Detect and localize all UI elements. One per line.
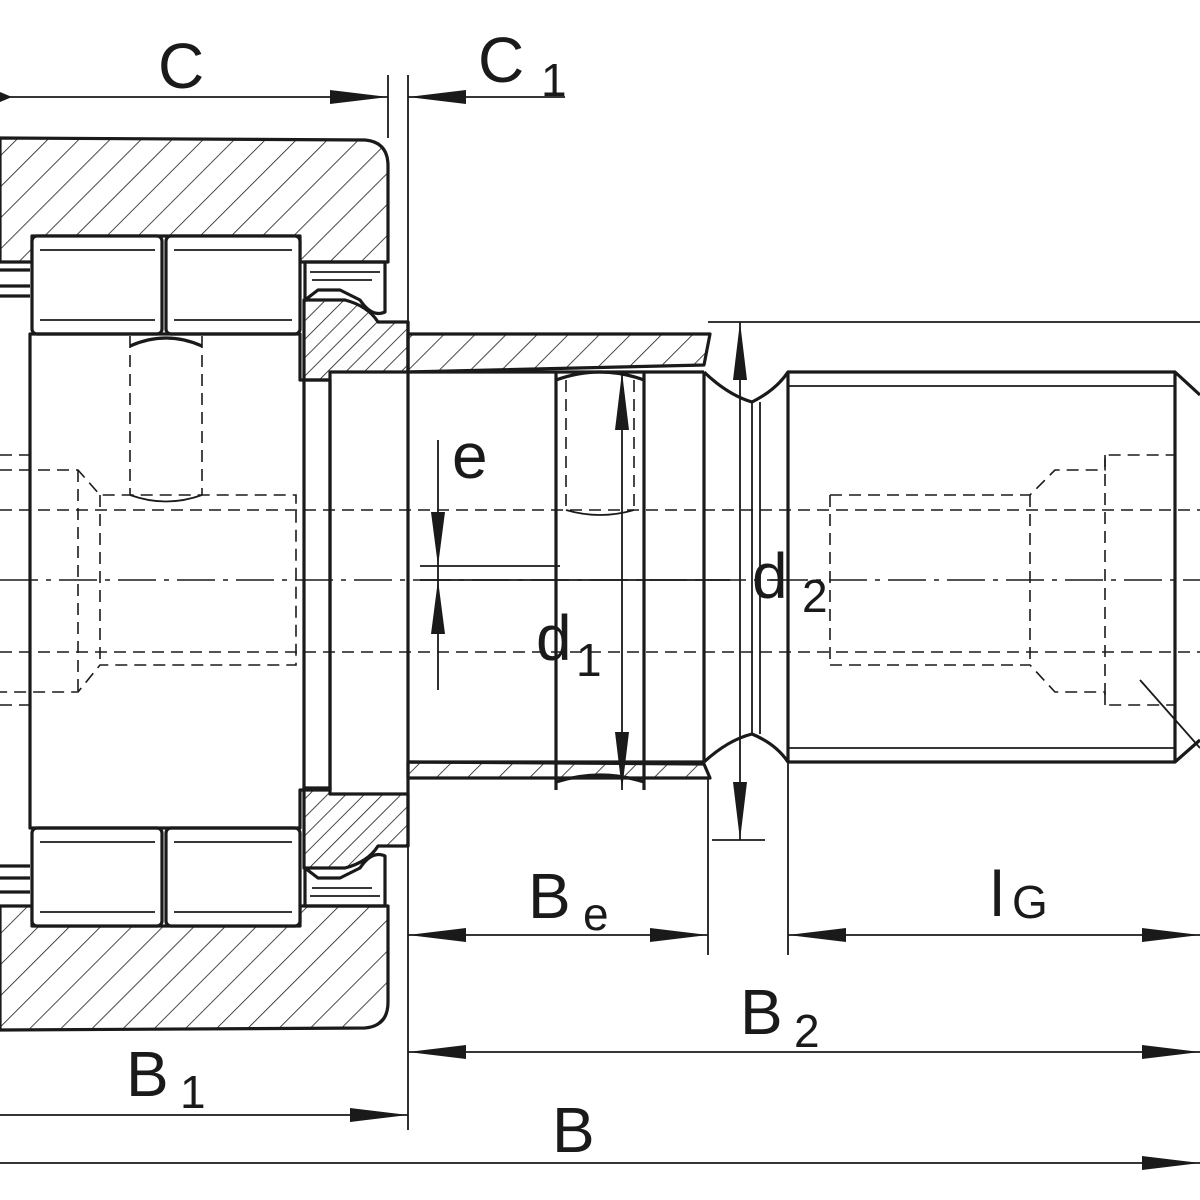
left-seal-bottom: [0, 864, 30, 894]
lube-hole: [554, 370, 646, 790]
outer-ring-top: [0, 136, 390, 264]
arrow-d1-top: [615, 372, 629, 430]
arrow-be-left: [408, 928, 466, 942]
label-b2-main: B: [740, 976, 783, 1048]
eccentric-collar-bottom: [406, 760, 712, 780]
roller-row-bottom: [30, 826, 302, 928]
outer-ring-bottom: [0, 904, 390, 1032]
label-b: B: [552, 1094, 595, 1166]
stud-body: [28, 332, 332, 830]
label-d1-sub: 1: [576, 634, 602, 686]
thrust-washer-top: [302, 298, 410, 382]
arrow-lg-right: [1142, 928, 1200, 942]
lube-hole-left: [129, 336, 203, 503]
seal-bottom-lip: [310, 887, 380, 897]
roller-row-top: [30, 234, 302, 336]
arrow-b2-right: [1142, 1045, 1200, 1059]
label-e: e: [452, 420, 488, 492]
label-c: C: [158, 30, 204, 102]
arrow-lg-left: [788, 928, 846, 942]
arrow-d2-bottom: [733, 782, 747, 840]
arrow-be-right: [650, 928, 708, 942]
label-b1-main: B: [126, 1038, 169, 1110]
thrust-washer-bottom: [302, 786, 410, 870]
label-be-main: B: [528, 860, 571, 932]
label-c1-main: C: [478, 24, 524, 96]
arrow-b-right: [1142, 1156, 1200, 1170]
arrow-e-top: [431, 512, 445, 566]
arrow-b1-right: [350, 1108, 408, 1122]
arrow-d1-bottom: [615, 732, 629, 790]
label-b1-sub: 1: [180, 1066, 206, 1118]
label-d2-sub: 2: [802, 570, 828, 622]
eccentric-collar-top: [406, 332, 712, 374]
arrow-c1: [408, 90, 466, 104]
label-be-sub: e: [583, 888, 609, 940]
stud-thread-outline: [702, 370, 1200, 764]
arrow-e-bottom: [431, 580, 445, 634]
label-d1-main: d: [536, 602, 572, 674]
label-d2-main: d: [752, 540, 788, 612]
seal-top-lip: [310, 271, 380, 281]
chamfer-line: [1139, 679, 1200, 749]
label-c1-sub: 1: [541, 54, 567, 106]
left-seal-top: [0, 268, 30, 298]
label-lg-main: l: [990, 858, 1004, 930]
label-b2-sub: 2: [794, 1005, 820, 1057]
hidden-bore: [0, 454, 1175, 706]
arrow-c: [330, 90, 388, 104]
arrow-d2-top: [733, 322, 747, 380]
arrow-b2-left: [408, 1045, 466, 1059]
label-lg-sub: G: [1012, 876, 1048, 928]
